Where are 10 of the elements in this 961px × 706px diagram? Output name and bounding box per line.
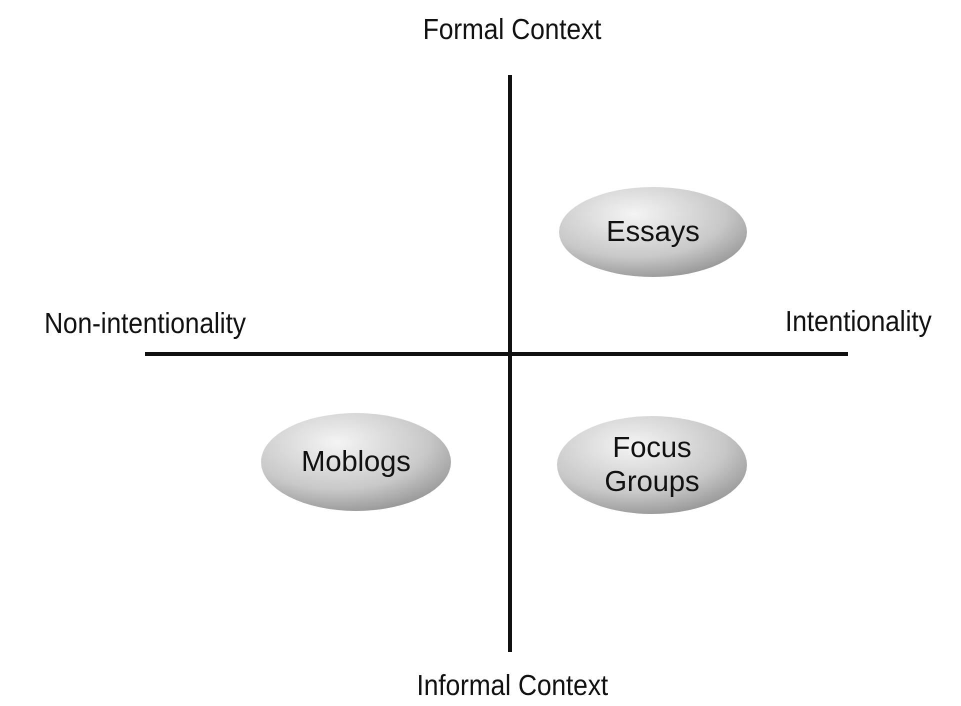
node-label: Essays [605,215,701,249]
axis-label: Intentionality [784,306,932,339]
node-label: Moblogs [300,445,412,479]
axis-label: Informal Context [416,670,608,703]
ellipse-node [260,412,452,512]
axis-label: Formal Context [422,14,602,47]
node-label: Focus Groups [603,431,701,499]
ellipse-node [558,186,748,278]
ellipse-node [556,415,748,515]
axis-label: Non-intentionality [44,308,246,341]
